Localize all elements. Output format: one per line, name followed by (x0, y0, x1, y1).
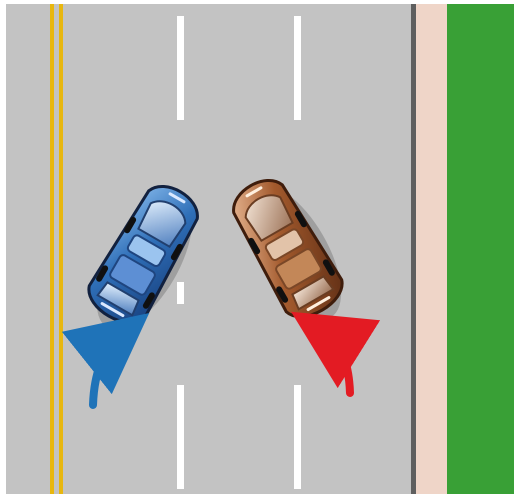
double-yellow-line-left (50, 4, 54, 494)
sidewalk (416, 4, 447, 494)
lane-dash-bottom-left (177, 385, 184, 489)
road-edge-line (411, 4, 416, 494)
lane-dash-middle-left (177, 282, 184, 304)
lane-dash-top-right (294, 16, 301, 120)
grass-area (447, 4, 514, 494)
lane-dash-bottom-right (294, 385, 301, 489)
lane-dash-top-left (177, 16, 184, 120)
double-yellow-line-right (59, 4, 63, 494)
road-surface (6, 4, 413, 494)
